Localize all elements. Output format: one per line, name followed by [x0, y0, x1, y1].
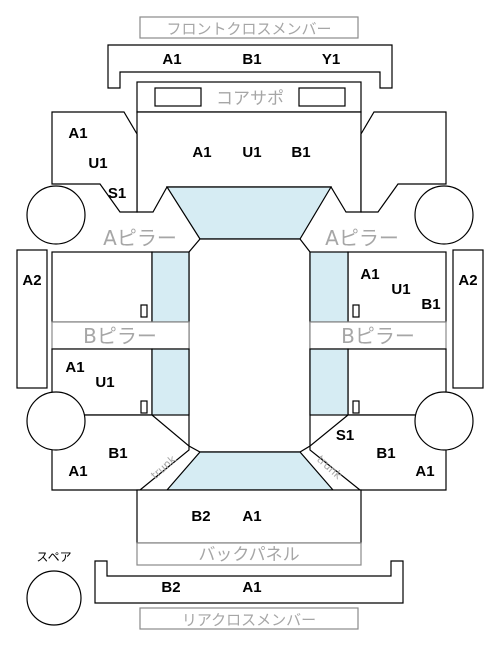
- left-b-pillar: [51, 321, 190, 350]
- left-b-pillar-label: Bピラー: [83, 324, 157, 348]
- left-outer-panel: [16, 249, 48, 389]
- back-panel-part: [136, 542, 362, 566]
- rear-body-part: [136, 489, 362, 544]
- right-front-window: [309, 251, 349, 323]
- rear-left-code-b1: B1: [108, 445, 127, 462]
- front-cross-member-part: [107, 44, 393, 89]
- right-middle-code-a1: A1: [360, 266, 379, 283]
- rear-cross-member-label: リアクロスメンバー: [182, 611, 316, 629]
- left-headlight-slot: [154, 87, 202, 107]
- rear-cross-member-part: [94, 560, 404, 604]
- front-left-code-u1: U1: [88, 155, 107, 172]
- left-front-door-handle: [140, 304, 148, 318]
- front-left-code-a1: A1: [68, 125, 87, 142]
- right-front-door-handle: [352, 304, 360, 318]
- spare-label: スペア: [36, 550, 71, 564]
- front-cross-member-code-a1: A1: [162, 51, 181, 68]
- left-outer-code-a2: A2: [22, 272, 41, 289]
- right-rear-window: [309, 348, 349, 416]
- front-left-wheel: [26, 185, 86, 245]
- spare-tire: [26, 570, 82, 626]
- right-front-door: [347, 251, 447, 323]
- front-left-code-s1: S1: [108, 185, 126, 202]
- right-outer-panel: [452, 249, 484, 389]
- rear-window: [165, 451, 335, 491]
- front-cross-member-box: [139, 16, 359, 39]
- right-rear-door-handle: [352, 400, 360, 414]
- front-cross-member-code-y1: Y1: [322, 51, 340, 68]
- rear-left-code-a1: A1: [68, 463, 87, 480]
- core-support-label: コアサポ: [216, 89, 284, 109]
- right-headlight-slot: [298, 87, 346, 107]
- back-panel-label: バックパネル: [198, 545, 299, 565]
- rear-right-code-s1: S1: [336, 427, 354, 444]
- front-right-fender-part: [360, 111, 447, 213]
- left-rear-code-a1: A1: [65, 359, 84, 376]
- front-left-fender-part: [51, 111, 138, 213]
- rear-body-code-b2: B2: [191, 508, 210, 525]
- left-rear-code-u1: U1: [95, 374, 114, 391]
- right-a-pillar-label: Aピラー: [325, 226, 399, 250]
- rear-left-wheel: [26, 391, 86, 451]
- left-front-window: [151, 251, 190, 323]
- left-rear-door-handle: [140, 400, 148, 414]
- right-b-pillar-label: Bピラー: [341, 324, 415, 348]
- right-outer-code-a2: A2: [458, 272, 477, 289]
- right-middle-code-u1: U1: [391, 281, 410, 298]
- rear-left-quarter-part: [51, 414, 190, 491]
- rear-right-wheel: [414, 391, 474, 451]
- front-body-code-b1: B1: [291, 144, 310, 161]
- rear-cross-member-code-a1: A1: [242, 579, 261, 596]
- left-rear-window: [151, 348, 190, 416]
- front-cross-member-label: フロントクロスメンバー: [166, 20, 331, 38]
- front-body-code-u1: U1: [242, 144, 261, 161]
- rear-right-code-b1: B1: [376, 445, 395, 462]
- front-cross-member-code-b1: B1: [242, 51, 261, 68]
- rear-cross-member-code-b2: B2: [161, 579, 180, 596]
- rear-right-code-a1: A1: [415, 463, 434, 480]
- rear-cross-member-box: [139, 607, 359, 630]
- right-b-pillar: [309, 321, 447, 350]
- roof-part: [188, 238, 311, 453]
- left-a-pillar-label: Aピラー: [103, 226, 177, 250]
- right-middle-code-b1: B1: [421, 296, 440, 313]
- rear-body-code-a1: A1: [242, 508, 261, 525]
- front-right-wheel: [414, 185, 474, 245]
- front-body-code-a1: A1: [192, 144, 211, 161]
- rear-right-quarter-part: [309, 414, 447, 491]
- left-front-door: [51, 251, 153, 323]
- windshield: [165, 186, 333, 240]
